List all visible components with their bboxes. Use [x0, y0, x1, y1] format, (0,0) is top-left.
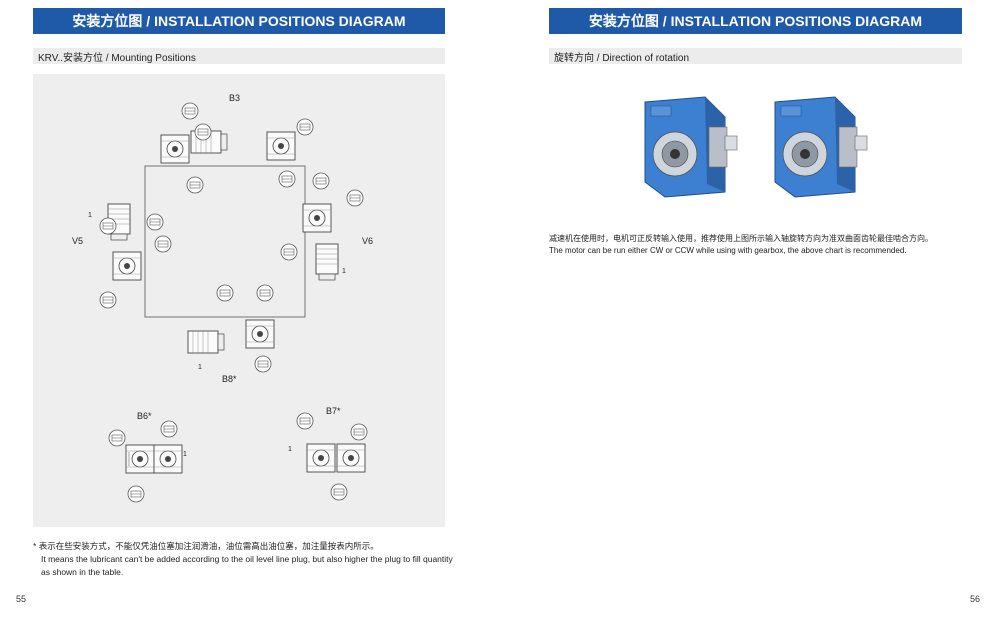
- left-banner-title: 安装方位图 / INSTALLATION POSITIONS DIAGRAM: [33, 8, 445, 34]
- motor-marker-v5: 1: [88, 212, 92, 219]
- direction-of-rotation-heading: 旋转方向 / Direction of rotation: [549, 48, 962, 64]
- left-page: 安装方位图 / INSTALLATION POSITIONS DIAGRAM K…: [16, 8, 453, 604]
- page-number-left: 55: [16, 594, 27, 604]
- rotation-description-en: The motor can be run either CW or CCW wh…: [549, 246, 907, 255]
- label-b8: B8*: [222, 374, 237, 384]
- rotation-description-cn: 减速机在使用时，电机可正反转输入使用，推荐使用上图所示输入轴旋转方向为准双曲面齿…: [549, 234, 933, 243]
- page-number-right: 56: [970, 594, 981, 604]
- label-b3: B3: [229, 93, 241, 103]
- gearbox-ccw-image: [774, 96, 868, 198]
- right-page: 安装方位图 / INSTALLATION POSITIONS DIAGRAM 旋…: [500, 0, 1000, 622]
- motor-marker-b8: 1: [198, 364, 202, 371]
- gearbox-cw-image: [644, 96, 738, 198]
- rotation-description: 减速机在使用时，电机可正反转输入使用，推荐使用上图所示输入轴旋转方向为准双曲面齿…: [549, 233, 979, 257]
- footnote-cn-text: 表示在些安装方式，不能仅凭油位塞加注润滑油，油位需高出油位塞，加注量按表内所示。: [38, 541, 379, 551]
- label-v5: V5: [72, 236, 84, 246]
- mounting-positions-heading: KRV..安装方位 / Mounting Positions: [33, 48, 445, 64]
- footnote: * 表示在些安装方式，不能仅凭油位塞加注润滑油，油位需高出油位塞，加注量按表内所…: [33, 540, 453, 579]
- label-b6: B6*: [137, 411, 152, 421]
- footnote-cn: * 表示在些安装方式，不能仅凭油位塞加注润滑油，油位需高出油位塞，加注量按表内所…: [33, 540, 453, 553]
- mounting-positions-diagram: B3 V5 V6 B8* B6* B7* 1 1 1 1 1: [33, 74, 445, 527]
- right-banner-title: 安装方位图 / INSTALLATION POSITIONS DIAGRAM: [549, 8, 962, 34]
- footnote-en: It means the lubricant can't be added ac…: [41, 554, 453, 577]
- motor-marker-v6: 1: [342, 268, 346, 275]
- footnote-star: *: [33, 541, 37, 551]
- motor-marker-b6: 1: [183, 451, 187, 458]
- gearbox-rotation-illustration: [644, 96, 868, 198]
- mounting-diagram-drawing: [99, 102, 368, 503]
- label-v6: V6: [362, 236, 374, 246]
- label-b7: B7*: [326, 406, 341, 416]
- motor-marker-b7: 1: [288, 446, 292, 453]
